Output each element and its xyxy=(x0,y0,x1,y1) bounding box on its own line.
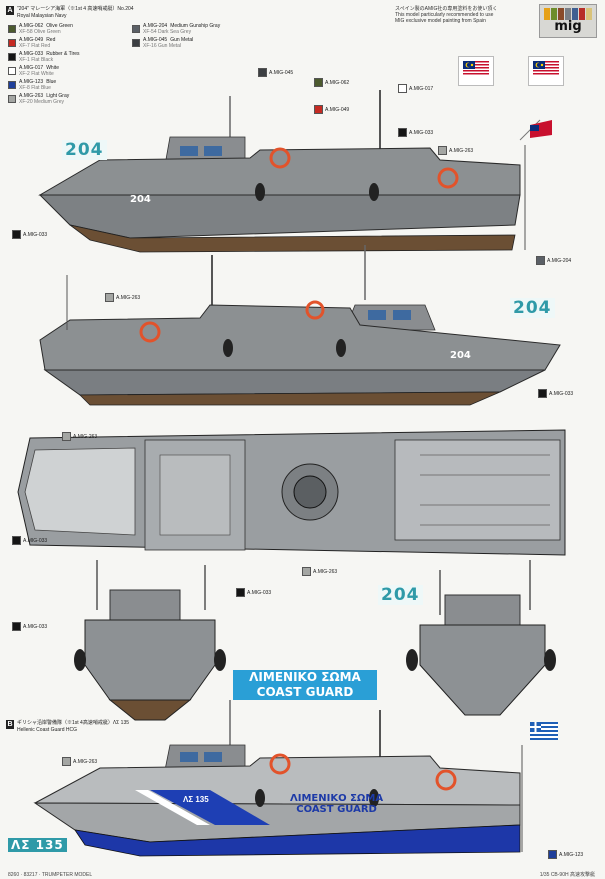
legend-code: A.MIG-017 xyxy=(19,65,44,71)
legend-sub: XF-2 Flat White xyxy=(19,71,54,77)
legend-code: A.MIG-123 xyxy=(19,79,44,85)
legend-name: Rubber & Tires xyxy=(46,51,80,57)
callout-black-6: A.MIG-033 xyxy=(12,622,47,631)
legend-code: A.MIG-263 xyxy=(19,93,44,99)
legend-name: White xyxy=(46,65,59,71)
color-swatch xyxy=(8,25,16,33)
legend-sub: XF-54 Dark Sea Grey xyxy=(143,29,192,35)
callout-gunship-gray: A.MIG-204 xyxy=(536,256,571,265)
legend-sub: XF-8 Flat Blue xyxy=(19,85,51,91)
boat-rear-view xyxy=(406,560,556,716)
malaysia-flag-1 xyxy=(458,56,494,86)
boat-top-view xyxy=(17,429,566,556)
callout-olive: A.MIG-062 xyxy=(314,78,349,87)
footer-left: 8260 · 83217 · TRUMPETER MODEL xyxy=(8,872,93,878)
color-swatch xyxy=(8,39,16,47)
hull-greek-number: ΛΣ 135 xyxy=(183,795,209,804)
callout-black-1: A.MIG-033 xyxy=(398,128,433,137)
callout-gray-5: A.MIG-263 xyxy=(62,757,97,766)
note-line-1: スペイン製のAMIG社の専用塗料をお使い頂く xyxy=(395,6,498,12)
boat-coast-guard-side xyxy=(33,700,558,857)
legend-sub: XF-58 Olive Green xyxy=(19,29,61,35)
callout-gun-metal: A.MIG-045 xyxy=(258,68,293,77)
legend-code: A.MIG-204 xyxy=(143,23,168,29)
legend-name: Gun Metal xyxy=(170,37,194,43)
callout-red: A.MIG-049 xyxy=(314,105,349,114)
callout-gray-1: A.MIG-263 xyxy=(438,146,473,155)
hull-number-tag-1: 204 xyxy=(62,140,107,160)
note-line-3: MIG exclusive model painting from Spain xyxy=(395,18,486,24)
color-swatch xyxy=(8,53,16,61)
callout-gray-3: A.MIG-263 xyxy=(62,432,97,441)
section-a-title: "204" マレーシア海軍（※1st 4 高速哨戒艇）No.204 xyxy=(17,6,134,12)
hull-number-tag-4: ΛΣ 135 xyxy=(8,838,67,852)
callout-blue: A.MIG-123 xyxy=(548,850,583,859)
legend-sub: XF-20 Medium Grey xyxy=(19,99,65,105)
color-swatch xyxy=(132,25,140,33)
section-a-subtitle: Royal Malaysian Navy xyxy=(17,13,67,19)
color-swatch xyxy=(8,81,16,89)
legend-name: Medium Gunship Gray xyxy=(170,23,221,29)
boat-front-view xyxy=(74,560,226,721)
callout-black-2: A.MIG-033 xyxy=(12,230,47,239)
callout-black-3: A.MIG-033 xyxy=(538,389,573,398)
coast-guard-banner: ΛΙΜΕΝΙΚΟ ΣΩΜΑ COAST GUARD xyxy=(233,670,377,700)
legend-sub: XF-16 Gun Metal xyxy=(143,43,182,49)
legend-code: A.MIG-062 xyxy=(19,23,44,29)
footer-right: 1/35 CB-90H 高速攻撃艇 xyxy=(539,872,595,878)
malaysia-flag-2 xyxy=(528,56,564,86)
hull-number-tag-2: 204 xyxy=(510,298,555,318)
hull-number-tag-3: 204 xyxy=(378,585,423,605)
section-a-badge: A xyxy=(6,6,14,15)
color-swatch xyxy=(8,95,16,103)
callout-black-4: A.MIG-033 xyxy=(12,536,47,545)
legend-code: A.MIG-045 xyxy=(143,37,168,43)
callout-white: A.MIG-017 xyxy=(398,84,433,93)
callout-gray-4: A.MIG-263 xyxy=(302,567,337,576)
legend-code: A.MIG-033 xyxy=(19,51,44,57)
legend-code: A.MIG-049 xyxy=(19,37,44,43)
note-line-2: This model particularly recommended to u… xyxy=(395,12,494,18)
hull-number-2: 204 xyxy=(450,350,471,361)
section-b-title: ギリシャ沿岸警備隊（※1st 4高速哨戒艇）ΛΣ 135 xyxy=(17,720,130,726)
mig-logo: mig xyxy=(539,4,597,38)
boat-side-view-port: 204 xyxy=(39,245,561,406)
color-swatch xyxy=(8,67,16,75)
legend-name: Blue xyxy=(46,79,57,85)
color-swatch xyxy=(132,39,140,47)
legend-name: Light Gray xyxy=(46,93,70,99)
legend-sub: XF-7 Flat Red xyxy=(19,43,51,49)
section-b-badge: B xyxy=(6,720,14,729)
legend-name: Olive Green xyxy=(46,23,73,29)
boat-side-view-starboard: 204 xyxy=(38,90,552,253)
callout-gray-2: A.MIG-263 xyxy=(105,293,140,302)
hull-number-1: 204 xyxy=(130,194,151,205)
legend-sub: XF-1 Flat Black xyxy=(19,57,54,63)
callout-black-5: A.MIG-033 xyxy=(236,588,271,597)
hull-coast-guard-text: ΛΙΜΕΝΙΚΟ ΣΩΜΑ COAST GUARD xyxy=(290,793,384,815)
section-b-subtitle: Hellenic Coast Guard HCG xyxy=(17,727,78,733)
legend-name: Red xyxy=(46,37,56,43)
